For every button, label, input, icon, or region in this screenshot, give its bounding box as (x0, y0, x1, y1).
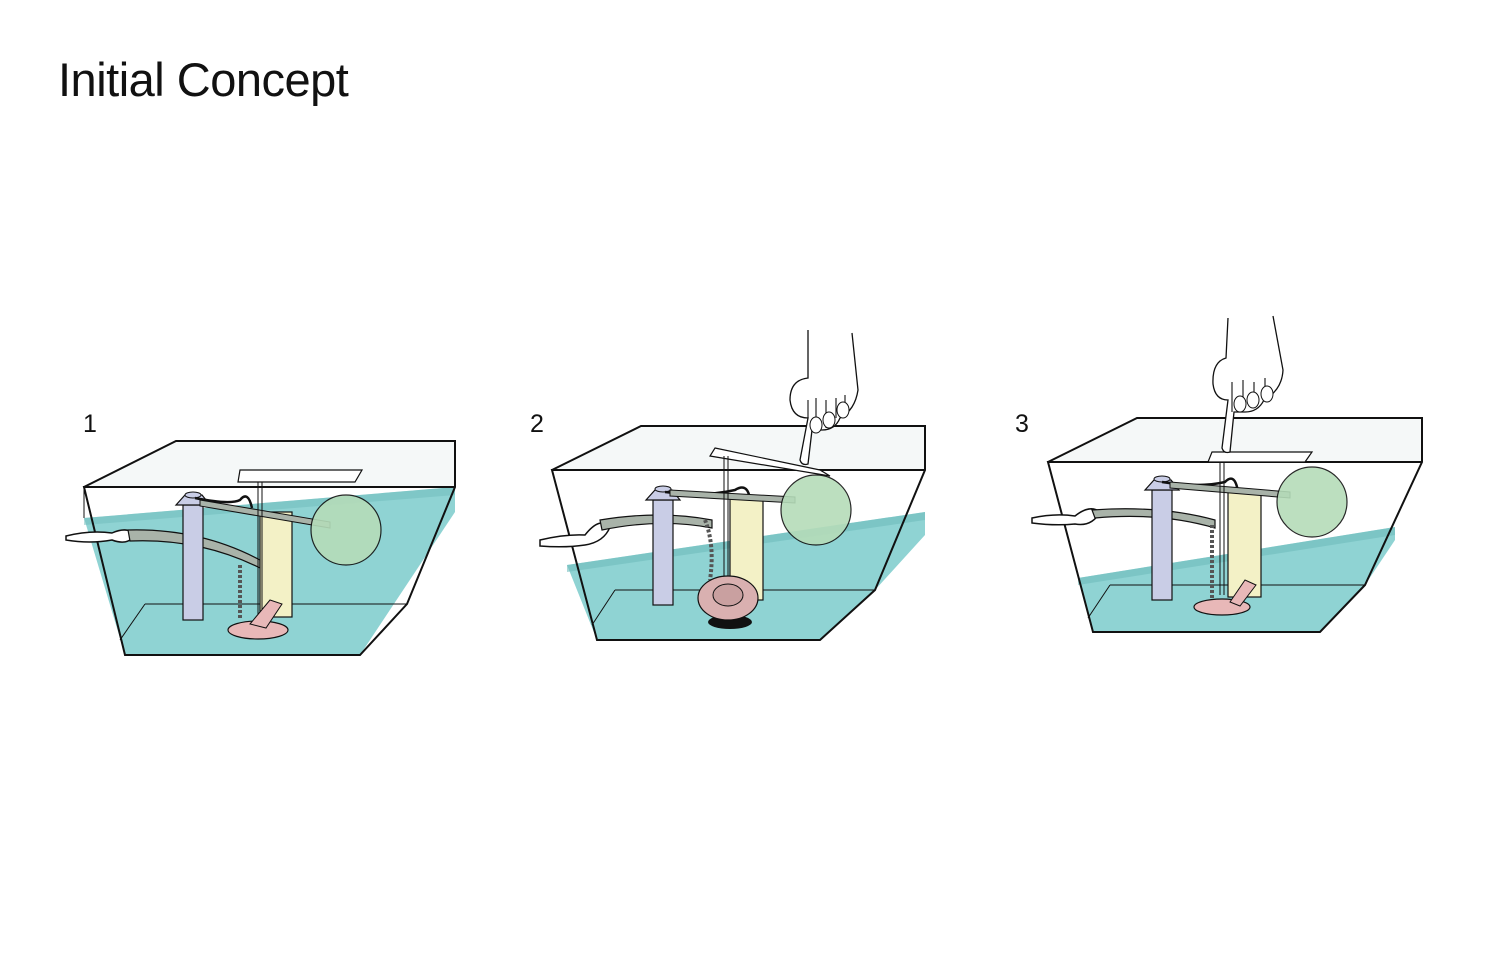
panel-3-tank (1031, 315, 1423, 633)
step-2-label: 2 (530, 410, 544, 438)
panel-3-flush-handle (1031, 508, 1101, 526)
page-title: Initial Concept (58, 53, 349, 106)
panel-2-flush-handle (539, 522, 611, 548)
panel-2-float-ball (780, 474, 852, 546)
panel-1-water-surface (84, 487, 455, 525)
panel-2-hand-icon (789, 330, 859, 466)
panel-2-push-plate (709, 447, 831, 477)
panel-2-overflow-tube (652, 499, 674, 606)
panel-1-fill-valve (259, 511, 293, 618)
panel-3-hand-icon (1212, 315, 1284, 454)
panel-1-float-ball (310, 494, 382, 566)
panel-3-overflow-tube (1151, 489, 1173, 601)
panel-3-push-plate (1207, 451, 1314, 463)
panel-1-flush-handle (65, 529, 136, 543)
panel-1-overflow-tube (182, 504, 204, 621)
panel-2-chain (703, 519, 714, 581)
step-3-label: 3 (1015, 410, 1029, 438)
panel-3-fill-valve (1227, 491, 1262, 598)
panel-3-trip-lever (1091, 508, 1216, 529)
panel-3-float-ball (1276, 466, 1348, 538)
panel-2-tank (539, 330, 926, 641)
panel-1-tank (65, 440, 456, 656)
panel-1-refill-hose (194, 495, 254, 509)
panel-1-push-plate (237, 469, 364, 483)
step-1-label: 1 (83, 410, 97, 438)
